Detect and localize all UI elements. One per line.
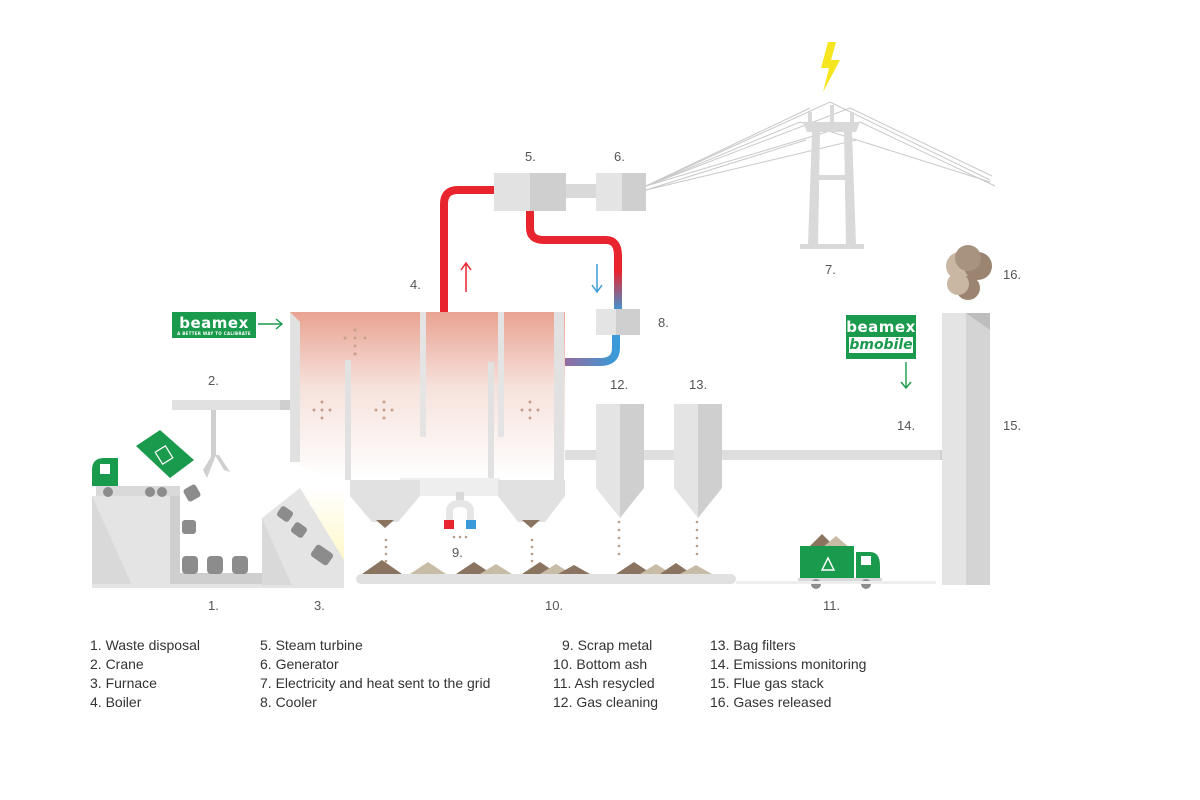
steam-turbine: [494, 173, 598, 211]
ash-piles: [362, 560, 712, 574]
flue-gas-stack: [942, 313, 990, 585]
label-2: 2.: [208, 373, 219, 388]
label-15: 15.: [1003, 418, 1022, 433]
label-1: 1.: [208, 598, 219, 613]
legend-item: 10. Bottom ash: [553, 656, 648, 672]
legend-item: 2. Crane: [90, 656, 144, 672]
badge-arrow-right-icon: [258, 318, 284, 330]
ash-conveyor: [356, 520, 736, 584]
label-6: 6.: [614, 149, 625, 164]
legend-column-4: 13. Bag filters 14. Emissions monitoring…: [710, 636, 866, 712]
label-10: 10.: [545, 598, 564, 613]
waste-bags: [182, 484, 248, 574]
label-4: 4.: [410, 277, 421, 292]
cooler: [596, 309, 640, 335]
return-pipe: [526, 206, 622, 316]
recycle-icon: [820, 556, 836, 571]
lightning-icon: [821, 42, 840, 92]
label-5: 5.: [525, 149, 536, 164]
beamex-tagline: A BETTER WAY TO CALIBRATE: [177, 331, 251, 336]
label-3: 3.: [314, 598, 325, 613]
beamex-brand: beamex: [179, 314, 249, 332]
label-16: 16.: [1003, 267, 1022, 282]
label-13: 13.: [689, 377, 708, 392]
gas-cloud-icon: [946, 245, 992, 300]
legend-column-3: 9. Scrap metal 10. Bottom ash 11. Ash re…: [553, 636, 658, 712]
label-14: 14.: [897, 418, 916, 433]
power-lines: [645, 101, 996, 191]
legend-item: 14. Emissions monitoring: [710, 656, 867, 672]
legend-item: 6. Generator: [260, 656, 339, 672]
gas-cleaning-unit: [596, 404, 644, 518]
legend-column-2: 5. Steam turbine 6. Generator 7. Electri…: [260, 636, 490, 712]
crane: [172, 400, 290, 478]
legend-item: 15. Flue gas stack: [710, 675, 824, 691]
ash-hopper-2: [498, 480, 565, 522]
legend-item: 7. Electricity and heat sent to the grid: [260, 675, 491, 691]
legend-item: 4. Boiler: [90, 694, 142, 710]
generator: [596, 173, 646, 211]
legend-item: 1. Waste disposal: [90, 637, 200, 653]
legend-item: 12. Gas cleaning: [553, 694, 659, 710]
beamex-logo: beamex A BETTER WAY TO CALIBRATE: [172, 312, 256, 338]
label-8: 8.: [658, 315, 669, 330]
flow-arrows: [460, 261, 603, 294]
garbage-truck: [92, 430, 194, 497]
ground-line: [736, 581, 936, 584]
ash-truck: [798, 534, 882, 589]
feed-ramp: [262, 488, 344, 585]
magnet-icon: [444, 492, 476, 539]
arrow-down-icon: [591, 264, 603, 294]
ash-hopper-1: [350, 480, 420, 522]
legend-item: 9. Scrap metal: [562, 637, 653, 653]
arrow-up-icon: [460, 261, 472, 292]
beamex-bmobile-logo: beamex bmobile: [846, 315, 916, 359]
trash-bin-icon: [154, 445, 174, 465]
waste-bunker: [92, 496, 344, 588]
legend-item: 8. Cooler: [260, 694, 317, 710]
beamex-brand-right: beamex: [846, 318, 916, 336]
badge-arrow-down-icon: [900, 362, 912, 390]
label-7: 7.: [825, 262, 836, 277]
pylon: [800, 105, 864, 249]
legend-item: 3. Furnace: [90, 675, 157, 691]
legend-item: 11. Ash resycled: [553, 675, 655, 691]
legend-column-1: 1. Waste disposal 2. Crane 3. Furnace 4.…: [90, 636, 200, 712]
legend-item: 13. Bag filters: [710, 637, 796, 653]
label-9: 9.: [452, 545, 463, 560]
bag-filter-unit: [674, 404, 722, 518]
legend-item: 16. Gases released: [710, 694, 832, 710]
label-11: 11.: [823, 598, 841, 613]
bmobile-product: bmobile: [849, 337, 913, 353]
legend-item: 5. Steam turbine: [260, 637, 363, 653]
label-12: 12.: [610, 377, 629, 392]
